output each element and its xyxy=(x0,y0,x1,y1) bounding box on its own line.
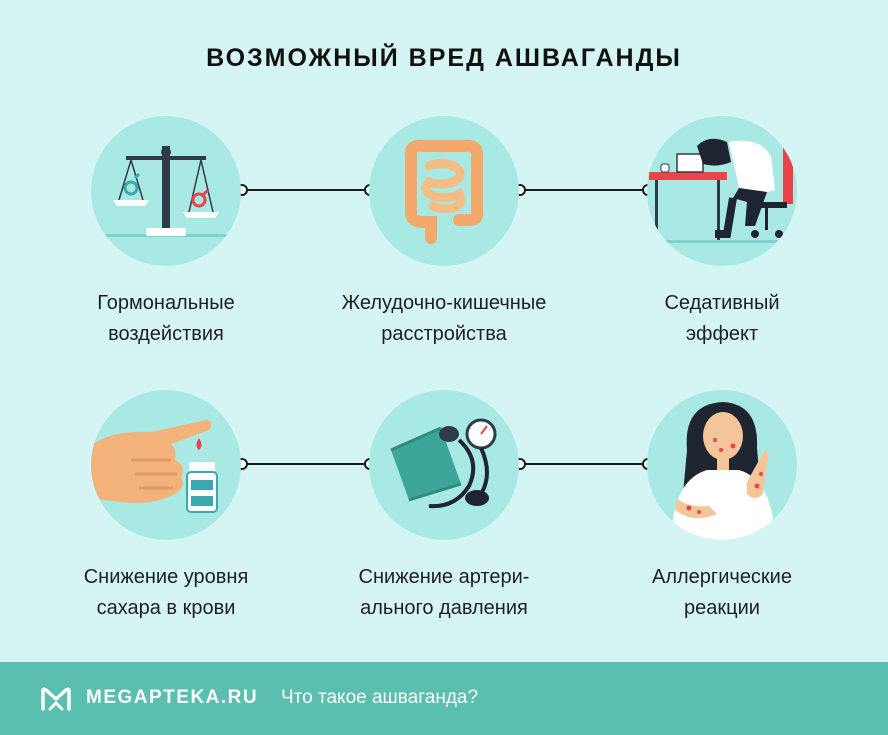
allergy-label: Аллергические реакции xyxy=(592,562,852,624)
sedative-label-line2: эффект xyxy=(685,323,759,345)
pressure-label-line1: Снижение артери- xyxy=(358,566,530,588)
connector-line xyxy=(519,463,647,465)
sugar-label-line1: Снижение уровня xyxy=(83,566,249,588)
gastro-label-line2: расстройства xyxy=(381,323,507,345)
blood-pressure-monitor-icon xyxy=(390,418,497,509)
allergy-label-line2: реакции xyxy=(684,597,760,619)
gastro-label: Желудочно-кишечные расстройства xyxy=(314,288,574,350)
hormone-scales-icon xyxy=(101,146,231,237)
hormone-circle xyxy=(91,116,241,266)
allergy-label-line1: Аллергические xyxy=(652,566,792,588)
pressure-label-line2: ального давления xyxy=(360,597,528,619)
megapteka-logo-icon xyxy=(41,687,71,711)
glucose-meter-icon xyxy=(91,420,218,513)
connector-line xyxy=(241,463,369,465)
sugar-label: Снижение уровня сахара в крови xyxy=(36,562,296,624)
hormone-label-line1: Гормональные xyxy=(97,292,235,314)
pressure-circle xyxy=(369,390,519,540)
connector-line xyxy=(519,189,647,191)
intestines-circle xyxy=(369,116,519,266)
allergy-circle xyxy=(647,390,797,540)
hormone-label-line2: воздействия xyxy=(108,323,224,345)
sleeping-at-desk-icon xyxy=(647,138,797,243)
footer-link[interactable]: Что такое ашваганда? xyxy=(281,687,479,708)
brand-name[interactable]: MEGAPTEKA.RU xyxy=(86,687,259,708)
hormone-label: Гормональные воздействия xyxy=(36,288,296,350)
glucose-circle xyxy=(91,390,241,540)
sugar-label-line2: сахара в крови xyxy=(96,597,236,619)
gastro-label-line1: Желудочно-кишечные xyxy=(341,292,547,314)
footer-bar xyxy=(0,662,888,735)
allergy-woman-icon xyxy=(671,402,775,540)
connector-line xyxy=(241,189,369,191)
pressure-label: Снижение артери- ального давления xyxy=(314,562,574,624)
sedative-label: Седативный эффект xyxy=(592,288,852,350)
sedative-label-line1: Седативный xyxy=(664,292,780,314)
sedative-circle xyxy=(647,116,797,266)
intestines-icon xyxy=(404,139,484,244)
page-title: ВОЗМОЖНЫЙ ВРЕД АШВАГАНДЫ xyxy=(206,44,682,72)
